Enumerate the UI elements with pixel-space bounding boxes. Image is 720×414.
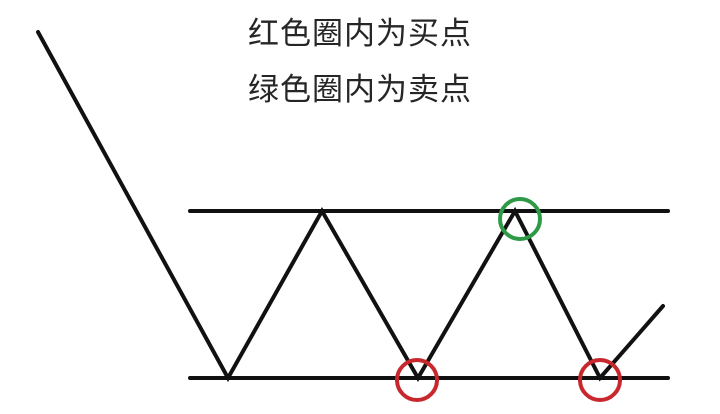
sell-point-caption: 绿色圈内为卖点 [248,72,472,108]
sell-point-circle [498,197,542,241]
buy-point-circle-1 [395,358,439,402]
price-path [36,30,665,383]
buy-point-circle-2 [578,358,622,402]
buy-point-caption: 红色圈内为买点 [248,16,472,52]
